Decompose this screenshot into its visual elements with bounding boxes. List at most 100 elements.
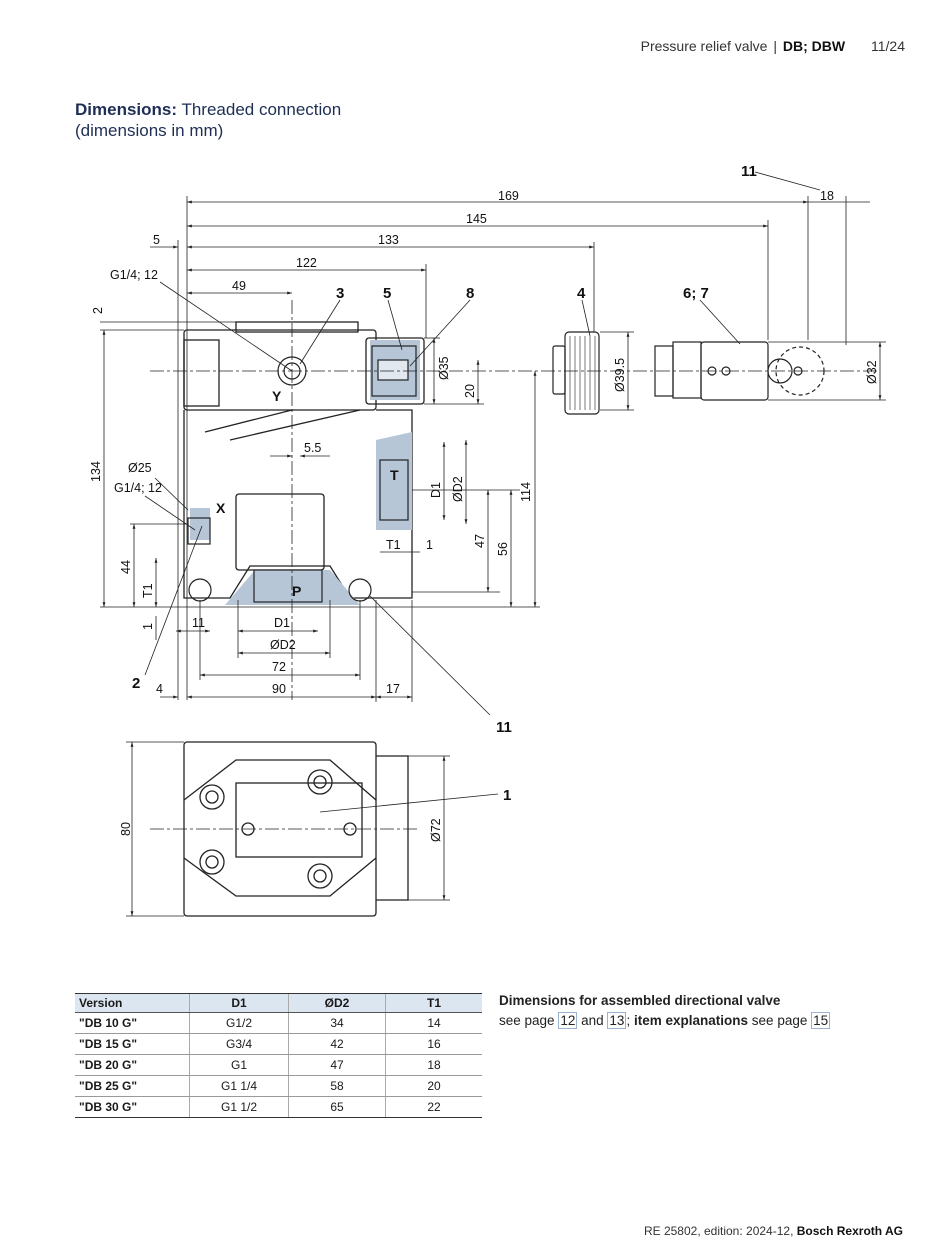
cell-d1: G1 1/4	[189, 1075, 289, 1097]
cell-od2: 58	[288, 1075, 386, 1097]
cell-version: "DB 20 G"	[75, 1054, 190, 1076]
dim-2: 2	[91, 307, 105, 314]
callout-1: 1	[503, 787, 511, 804]
note-text-2: see page	[751, 1013, 808, 1028]
cell-t1: 16	[385, 1033, 482, 1055]
dim-dia32: Ø32	[865, 360, 879, 384]
dim-OD2-side: ØD2	[451, 476, 465, 502]
note-text: see page	[499, 1013, 555, 1028]
cell-t1: 20	[385, 1075, 482, 1097]
dim-dia72: Ø72	[429, 818, 443, 842]
dim-169: 169	[498, 189, 519, 203]
dim-D1-bottom: D1	[274, 616, 290, 630]
cell-d1: G1/2	[189, 1012, 289, 1034]
page-header: Pressure relief valve | DB; DBW 11/24	[640, 38, 905, 54]
cell-od2: 47	[288, 1054, 386, 1076]
dim-dia39-5: Ø39.5	[613, 358, 627, 392]
page-number: 11/24	[871, 38, 905, 54]
table-row: "DB 15 G" G3/4 42 16	[75, 1033, 482, 1055]
assembly-note: Dimensions for assembled directional val…	[499, 991, 831, 1031]
cell-version: "DB 25 G"	[75, 1075, 190, 1097]
callout-6-7: 6; 7	[683, 285, 709, 302]
dim-OD2-bottom: ØD2	[270, 638, 296, 652]
callout-3: 3	[336, 285, 344, 302]
cell-t1: 22	[385, 1096, 482, 1118]
dimension-table: Version D1 ØD2 T1 "DB 10 G" G1/2 34 14 "…	[75, 993, 482, 1118]
cell-d1: G1 1/2	[189, 1096, 289, 1118]
dim-1-right: 1	[426, 538, 433, 552]
note-bold: item explanations	[633, 1013, 749, 1028]
callout-eleven: 11	[496, 719, 512, 736]
footer-doc: RE 25802, edition: 2024-12,	[643, 1224, 794, 1238]
cell-version: "DB 30 G"	[75, 1096, 190, 1118]
section-shading	[190, 340, 420, 605]
dim-4: 4	[156, 682, 163, 696]
dim-T1-left: T1	[141, 583, 155, 598]
header-model: DB; DBW	[782, 38, 846, 54]
table-row: "DB 20 G" G1 47 18	[75, 1054, 482, 1076]
link-page-13[interactable]: 13	[607, 1012, 627, 1029]
dim-1: 1	[141, 623, 155, 630]
note-heading: Dimensions for assembled directional val…	[499, 993, 781, 1008]
dim-145: 145	[466, 212, 487, 226]
cell-od2: 42	[288, 1033, 386, 1055]
dim-11: 11	[192, 616, 205, 630]
header-product: Pressure relief valve	[640, 38, 768, 54]
title-units: (dimensions in mm)	[75, 121, 224, 140]
port-P: P	[292, 583, 301, 599]
dim-dia35: Ø35	[437, 356, 451, 380]
callout-4: 4	[577, 285, 586, 302]
dim-5-5: 5.5	[304, 441, 321, 455]
dim-114: 114	[519, 482, 533, 502]
label-g14-top: G1/4; 12	[110, 268, 158, 282]
col-version: Version	[75, 993, 190, 1013]
dim-D1-side: D1	[429, 482, 443, 498]
cell-t1: 18	[385, 1054, 482, 1076]
callout-2: 2	[132, 675, 140, 692]
title-rest: Threaded connection	[181, 100, 342, 119]
dimension-drawing: 169 18 145 5 133 122 49 G1/4; 12 Ø25 G1/…	[89, 163, 886, 917]
note-semi: ;	[626, 1013, 631, 1028]
port-T: T	[390, 467, 399, 483]
cell-version: "DB 10 G"	[75, 1012, 190, 1034]
note-and: and	[581, 1013, 604, 1028]
dim-47: 47	[473, 534, 487, 548]
link-page-15[interactable]: 15	[811, 1012, 831, 1029]
cell-od2: 34	[288, 1012, 386, 1034]
dim-49: 49	[232, 279, 246, 293]
footer-brand: Bosch Rexroth AG	[796, 1224, 903, 1238]
cell-od2: 65	[288, 1096, 386, 1118]
col-d1: D1	[189, 993, 289, 1013]
table-row: "DB 30 G" G1 1/2 65 22	[75, 1096, 482, 1118]
dim-134: 134	[89, 461, 103, 482]
dim-56: 56	[496, 542, 510, 556]
label-dia25: Ø25	[128, 461, 152, 475]
dim-18: 18	[820, 189, 834, 203]
col-t1: T1	[385, 993, 482, 1013]
port-Y: Y	[272, 388, 282, 404]
dim-lines-top	[150, 171, 870, 700]
dim-133: 133	[378, 233, 399, 247]
dim-5: 5	[153, 233, 160, 247]
cell-d1: G1	[189, 1054, 289, 1076]
dim-17: 17	[386, 682, 400, 696]
dim-44: 44	[119, 560, 133, 574]
table-row: "DB 10 G" G1/2 34 14	[75, 1012, 482, 1034]
section-title: Dimensions: Threaded connection (dimensi…	[75, 99, 341, 141]
cell-t1: 14	[385, 1012, 482, 1034]
cell-d1: G3/4	[189, 1033, 289, 1055]
callout-9: 11	[741, 163, 757, 180]
dim-90: 90	[272, 682, 286, 696]
port-X: X	[216, 500, 226, 516]
page-footer: RE 25802, edition: 2024-12, Bosch Rexrot…	[644, 1224, 903, 1238]
dim-T1-right: T1	[386, 538, 401, 552]
hand-knob	[552, 331, 600, 415]
link-page-12[interactable]: 12	[558, 1012, 578, 1029]
dim-122: 122	[296, 256, 317, 270]
dim-72: 72	[272, 660, 286, 674]
table-row: "DB 25 G" G1 1/4 58 20	[75, 1075, 482, 1097]
cell-version: "DB 15 G"	[75, 1033, 190, 1055]
col-od2: ØD2	[288, 993, 386, 1013]
title-bold: Dimensions:	[75, 100, 178, 119]
callout-5: 5	[383, 285, 391, 302]
